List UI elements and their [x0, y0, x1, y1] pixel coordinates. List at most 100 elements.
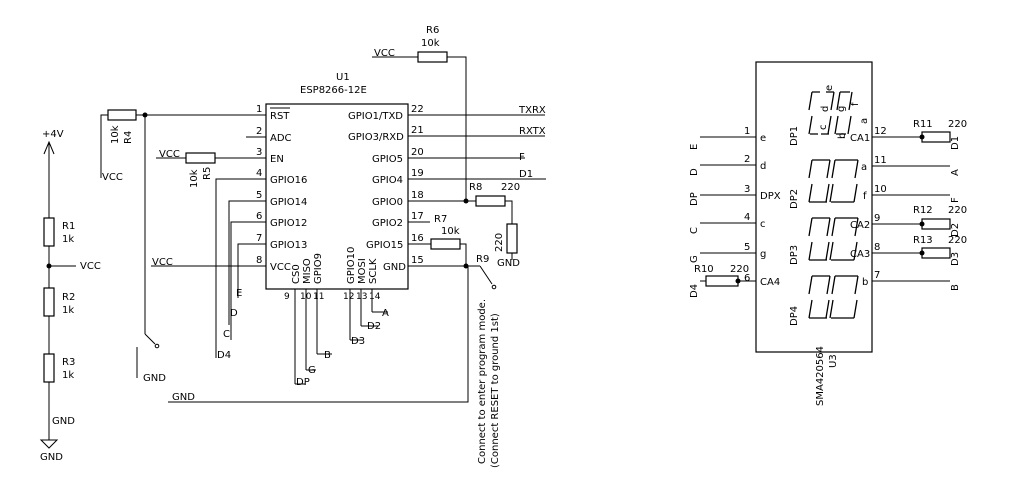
u3-net-d4: D4	[689, 284, 700, 298]
u1-pin-name: GPIO0	[372, 197, 403, 208]
u3-net-e: E	[689, 144, 700, 150]
digit-2	[808, 159, 859, 203]
program-note-line2: (Connect RESET to ground 1st)	[490, 313, 501, 468]
digit-3	[808, 217, 859, 261]
u1-pin-num: 20	[411, 147, 424, 158]
u1-pin-num: 7	[256, 233, 262, 244]
u1-left-pin-3: 3 EN	[256, 147, 284, 165]
seg-label-e: e	[824, 85, 835, 91]
r3-value: 1k	[62, 370, 74, 381]
r4-value: 10k	[110, 125, 121, 144]
u1-pin-name: GPIO4	[372, 175, 403, 186]
u3-pin-name: CA1	[850, 133, 870, 144]
r3-label: R3	[62, 357, 75, 368]
net-f: F	[519, 152, 525, 163]
u3-net-d2: D2	[950, 223, 961, 237]
u3-net-d3: D3	[950, 252, 961, 266]
u1-pin-name: GPIO14	[270, 197, 307, 208]
u1-right-pin-20: 20 GPIO5	[372, 147, 424, 165]
u1-pin-name: GPIO2	[372, 218, 403, 229]
u1-pin-num: 22	[411, 104, 424, 115]
net-b: B	[324, 350, 331, 361]
r13-label: R13	[913, 235, 933, 246]
u1-pin-num: 3	[256, 147, 262, 158]
u1-bottom-pin-name: SCLK	[368, 258, 379, 284]
u1-pin-num: 15	[411, 255, 424, 266]
seg-label-g: g	[836, 106, 847, 112]
r10-value: 220	[730, 264, 749, 275]
u1-pin-num: 4	[256, 168, 262, 179]
u3-net-d: D	[689, 168, 700, 176]
u3-net-dp: DP	[689, 192, 700, 206]
program-note-line1: Connect to enter program mode.	[477, 299, 488, 464]
r9-label: R9	[476, 254, 489, 265]
u3-net-c: C	[689, 227, 700, 234]
divider-ladder: +4V R1 1k R2 1k R3 1k VCC GND GND	[39, 129, 101, 463]
u1-right-pin-18: 18 GPIO0	[372, 190, 424, 208]
digit-label-dp4: DP4	[789, 306, 800, 326]
u3-pin-num: 5	[744, 242, 750, 253]
net-e: E	[236, 288, 242, 299]
u1-pin-name: GPIO15	[366, 240, 403, 251]
u1-pin-num: 1	[256, 104, 262, 115]
u1-bottom-pin-name: MISO	[302, 258, 313, 284]
u3-pin-name: g	[760, 249, 766, 260]
u1-pin-name: GPIO16	[270, 175, 307, 186]
u1-pin-num: 2	[256, 126, 262, 137]
u3-pin-num: 1	[744, 126, 750, 137]
u3-pin-name: f	[863, 191, 867, 202]
digit-label-dp3: DP3	[789, 245, 800, 265]
r5-value: 10k	[189, 169, 200, 188]
u1-right-pin-21: 21 GPIO3/RXD	[348, 125, 424, 143]
r8b-value: 220	[494, 233, 505, 252]
divider-gnd-label: GND	[52, 416, 75, 427]
u1-bottom-pin-num: 13	[356, 292, 367, 302]
u3-pin-name: d	[760, 161, 766, 172]
u3-net-d1: D1	[950, 136, 961, 150]
u1-bottom-pin-num: 14	[369, 292, 381, 302]
net-a: A	[382, 308, 389, 319]
reset-gnd-label: GND	[143, 373, 166, 384]
u3-pin-name: CA4	[760, 277, 780, 288]
u3-pin-num: 8	[874, 242, 880, 253]
u1-left-pin-1: 1 RST	[256, 104, 290, 122]
u1-pin-num: 5	[256, 190, 262, 201]
u1-pin-name: GPIO1/TXD	[348, 111, 403, 122]
u3-pin-name: b	[862, 277, 868, 288]
u3-net-f: F	[950, 197, 961, 203]
u1-bottom-pin-num: 12	[343, 292, 354, 302]
u3-net-b: B	[950, 284, 961, 291]
u3-pin-num: 7	[874, 270, 880, 281]
r2-value: 1k	[62, 305, 74, 316]
u1-pin-name: GPIO13	[270, 240, 307, 251]
r10-label: R10	[694, 264, 714, 275]
plus4v-label: +4V	[42, 129, 64, 140]
digit-1: d c e g b f a	[808, 85, 870, 139]
r8-label: R8	[469, 182, 482, 193]
u1-bottom-pin-num: 11	[313, 292, 324, 302]
net-d: D	[230, 308, 238, 319]
u1-right-pin-19: 19 GPIO4	[372, 168, 424, 186]
r8-value: 220	[501, 182, 520, 193]
u1-left-pin-4: 4 GPIO16	[256, 168, 307, 186]
u3-display: SMA420564 U3 1 2 3 4 5 6 e d DPX c g CA4…	[689, 61, 967, 406]
u1-left-pin-8: 8 VCC	[256, 255, 291, 273]
seg-label-d: d	[820, 106, 831, 112]
digit-4	[808, 275, 859, 319]
digit-label-dp1: DP1	[789, 126, 800, 146]
u1-pin-num: 21	[411, 125, 424, 136]
seg-label-a: a	[859, 118, 870, 124]
net-txrx: TXRX	[518, 105, 546, 116]
r6-value: 10k	[421, 38, 440, 49]
u1-part: ESP8266-12E	[300, 85, 367, 96]
u1-left-pin-2: 2 ADC	[256, 126, 292, 144]
u1-pin-name: VCC	[270, 262, 291, 273]
u3-pin-num: 4	[744, 212, 750, 223]
u3-pin-num: 9	[874, 213, 880, 224]
u3-ref: U3	[828, 354, 839, 368]
r6-vcc-label: VCC	[374, 48, 395, 59]
r11-label: R11	[913, 119, 933, 130]
u1-left-pin-5: 5 GPIO14	[256, 190, 307, 208]
r1-value: 1k	[62, 234, 74, 245]
